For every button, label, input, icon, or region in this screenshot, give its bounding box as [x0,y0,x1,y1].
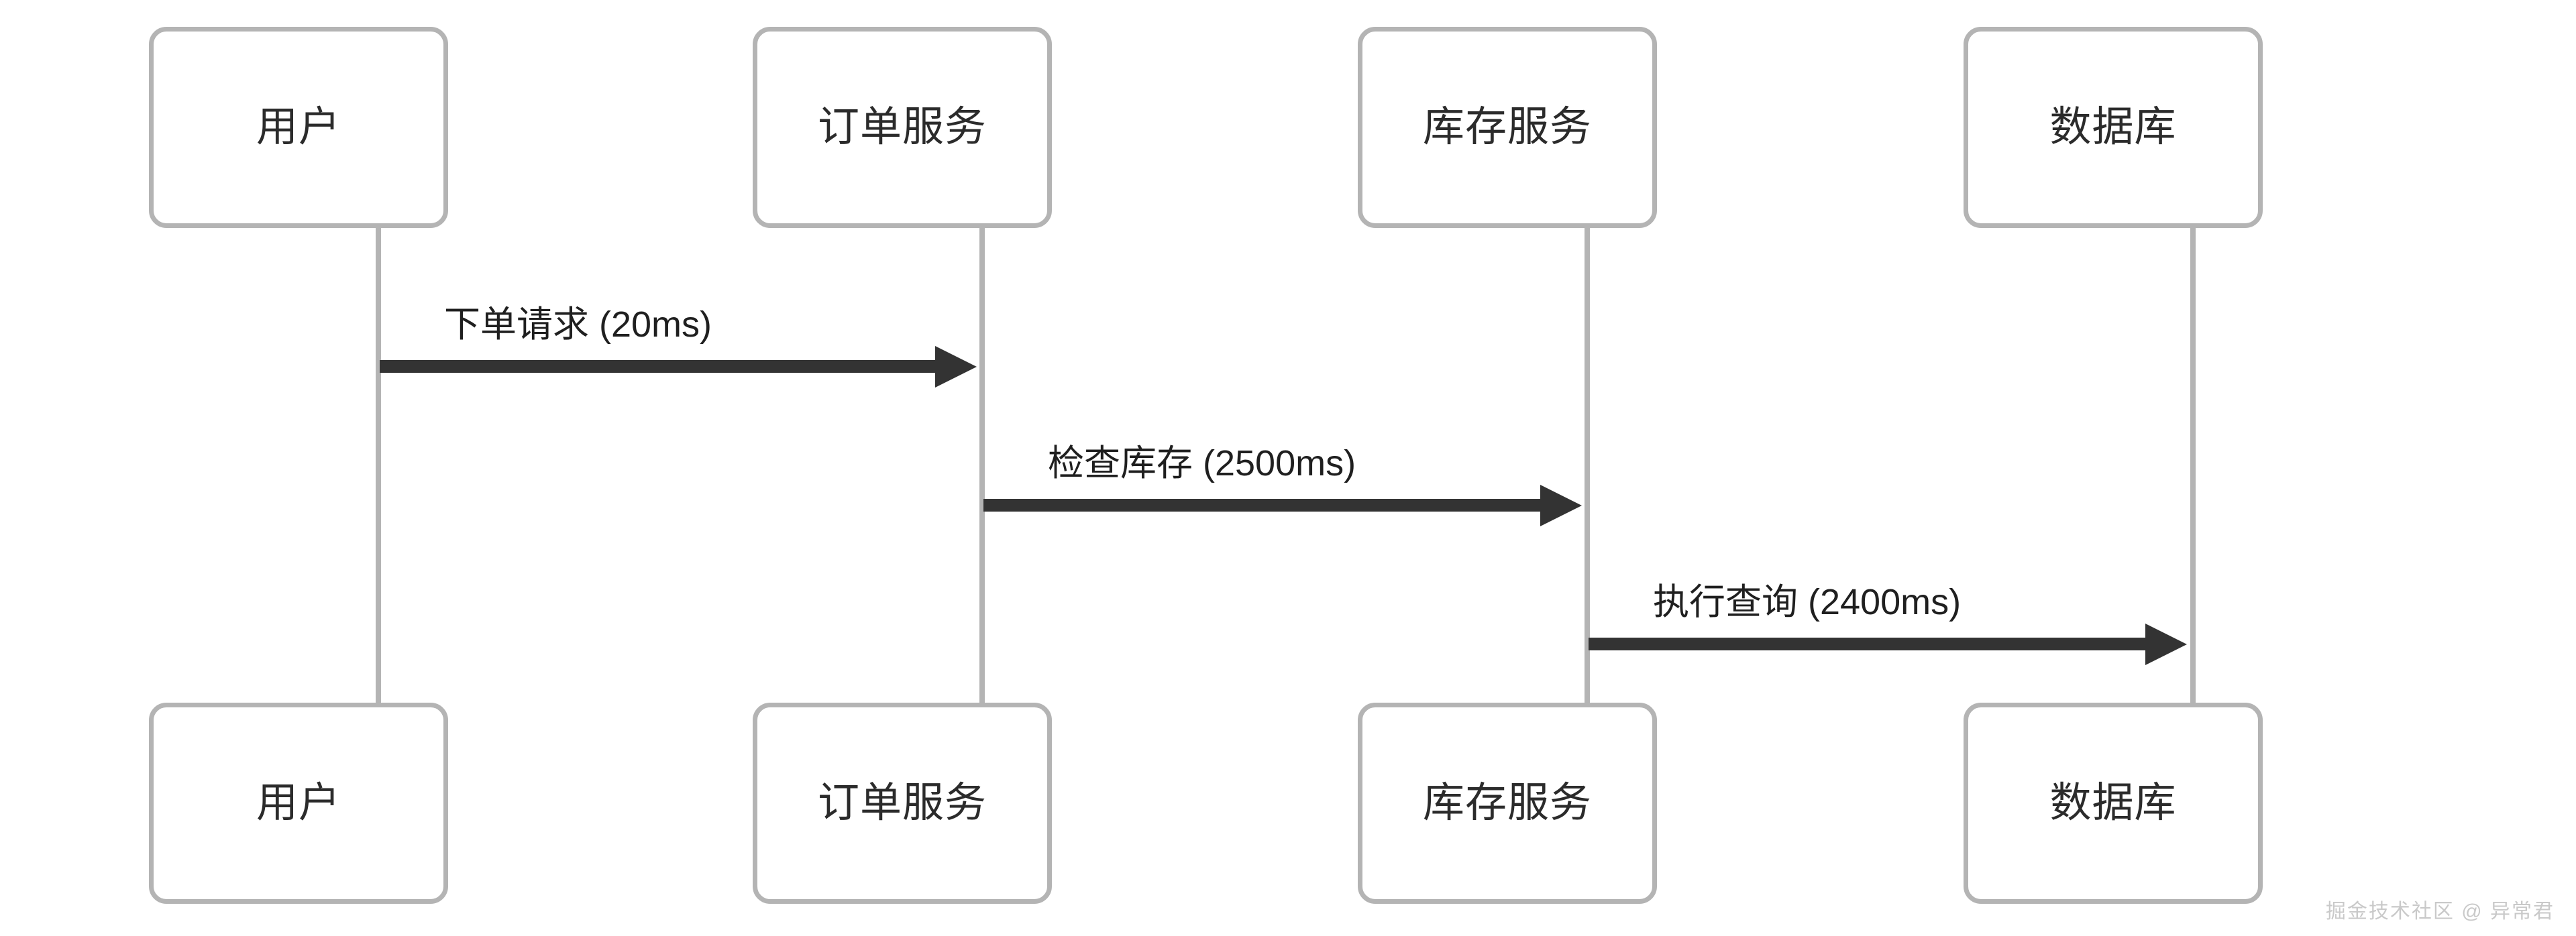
participant-label-order-top: 订单服务 [817,104,987,150]
message-label-2: 检查库存 (2500ms) [1048,443,1356,483]
lifeline-order [979,225,985,705]
message-arrow-3[interactable]: 执行查询 (2400ms) [1589,582,2187,665]
message-arrow-2[interactable]: 检查库存 (2500ms) [983,443,1582,526]
message-line-3 [1589,638,2145,650]
lifeline-database [2190,225,2196,705]
participant-label-inventory-top: 库存服务 [1422,104,1592,150]
participant-label-user-bottom: 用户 [256,780,341,826]
participant-box-user-bottom[interactable]: 用户 [149,703,448,904]
message-arrowhead-2 [1540,485,1582,526]
message-label-3: 执行查询 (2400ms) [1653,581,1962,622]
participant-label-user-top: 用户 [256,104,341,150]
lifeline-user [376,225,381,705]
message-label-1: 下单请求 (20ms) [444,304,712,345]
participant-box-order-bottom[interactable]: 订单服务 [753,703,1052,904]
participant-box-user-top[interactable]: 用户 [149,27,448,228]
participant-label-order-bottom: 订单服务 [817,780,987,826]
participant-label-database-bottom: 数据库 [2049,780,2177,826]
message-line-1 [380,360,935,373]
participant-label-inventory-bottom: 库存服务 [1422,780,1592,826]
message-arrow-1[interactable]: 下单请求 (20ms) [380,304,977,388]
message-line-2 [983,499,1540,512]
lifeline-inventory [1585,225,1590,705]
participant-box-inventory-top[interactable]: 库存服务 [1358,27,1657,228]
message-arrowhead-3 [2145,624,2187,665]
watermark-text: 掘金技术社区 @ 异常君 [2325,900,2555,923]
message-arrowhead-1 [935,346,977,388]
participant-box-database-top[interactable]: 数据库 [1964,27,2263,228]
participant-label-database-top: 数据库 [2049,104,2177,150]
participant-box-order-top[interactable]: 订单服务 [753,27,1052,228]
participant-box-database-bottom[interactable]: 数据库 [1964,703,2263,904]
participant-box-inventory-bottom[interactable]: 库存服务 [1358,703,1657,904]
